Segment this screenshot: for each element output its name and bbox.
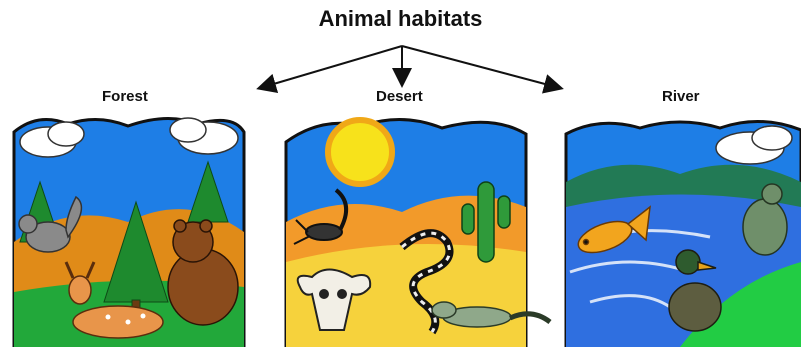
river-panel [560, 112, 801, 347]
label-desert: Desert [376, 88, 423, 105]
label-river: River [662, 88, 700, 105]
arrow-to-forest [260, 46, 402, 88]
label-forest: Forest [102, 88, 148, 105]
forest-panel [8, 112, 248, 347]
arrow-to-river [402, 46, 560, 88]
sun-icon [328, 120, 392, 184]
desert-panel [282, 112, 552, 347]
